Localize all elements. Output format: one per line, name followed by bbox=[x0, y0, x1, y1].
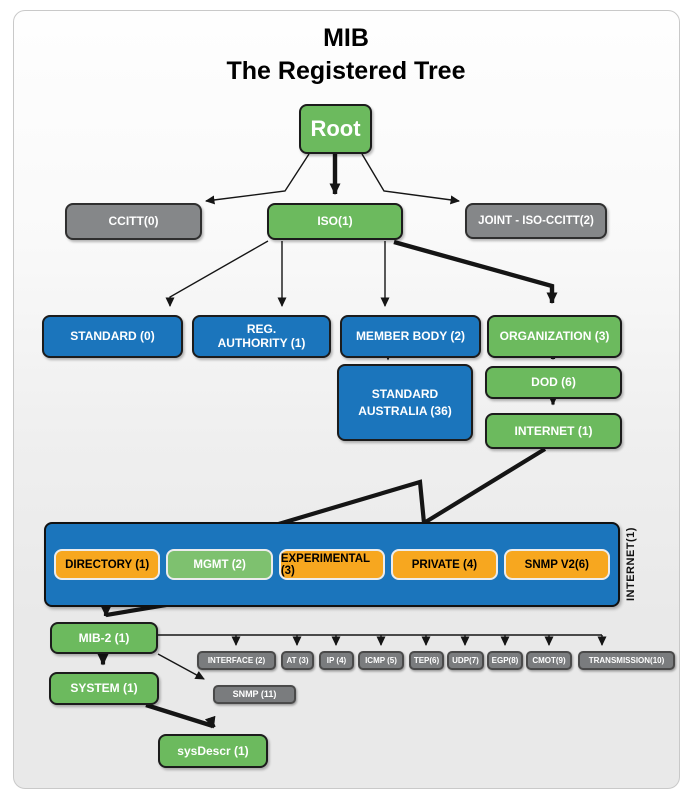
node-iso: ISO(1) bbox=[267, 203, 403, 240]
node-member-body: MEMBER BODY (2) bbox=[340, 315, 481, 358]
node-standard: STANDARD (0) bbox=[42, 315, 183, 358]
node-snmp11: SNMP (11) bbox=[213, 685, 296, 704]
node-joint-iso-ccitt: JOINT - ISO-CCITT(2) bbox=[465, 203, 607, 239]
internet-group-container: DIRECTORY (1) MGMT (2) EXPERIMENTAL (3) … bbox=[44, 522, 620, 607]
node-mib2: MIB-2 (1) bbox=[50, 622, 158, 654]
node-at: AT (3) bbox=[281, 651, 314, 670]
node-transmission: TRANSMISSION(10) bbox=[578, 651, 675, 670]
internet-group-label: INTERNET(1) bbox=[625, 527, 637, 602]
node-udp: UDP(7) bbox=[447, 651, 484, 670]
node-snmp-v2: SNMP V2(6) bbox=[503, 549, 611, 580]
node-organization: ORGANIZATION (3) bbox=[487, 315, 622, 358]
node-internet: INTERNET (1) bbox=[485, 413, 622, 449]
node-directory: DIRECTORY (1) bbox=[54, 549, 161, 580]
node-ccitt: CCITT(0) bbox=[65, 203, 202, 240]
node-interface: INTERFACE (2) bbox=[197, 651, 276, 670]
node-mgmt: MGMT (2) bbox=[166, 549, 273, 580]
node-private: PRIVATE (4) bbox=[391, 549, 498, 580]
node-reg-authority: REG. AUTHORITY (1) bbox=[192, 315, 331, 358]
page-title: MIB The Registered Tree bbox=[0, 22, 692, 87]
title-line-2: The Registered Tree bbox=[226, 56, 466, 85]
node-root: Root bbox=[299, 104, 372, 154]
node-sysdescr: sysDescr (1) bbox=[158, 734, 268, 768]
node-experimental: EXPERIMENTAL (3) bbox=[278, 549, 386, 580]
node-cmot: CMOT(9) bbox=[526, 651, 572, 670]
node-tep: TEP(6) bbox=[409, 651, 444, 670]
node-dod: DOD (6) bbox=[485, 366, 622, 399]
node-standard-australia: STANDARD AUSTRALIA (36) bbox=[337, 364, 473, 441]
title-line-1: MIB bbox=[323, 24, 369, 52]
node-ip: IP (4) bbox=[319, 651, 354, 670]
node-icmp: ICMP (5) bbox=[358, 651, 404, 670]
node-system: SYSTEM (1) bbox=[49, 672, 159, 705]
node-egp: EGP(8) bbox=[487, 651, 523, 670]
